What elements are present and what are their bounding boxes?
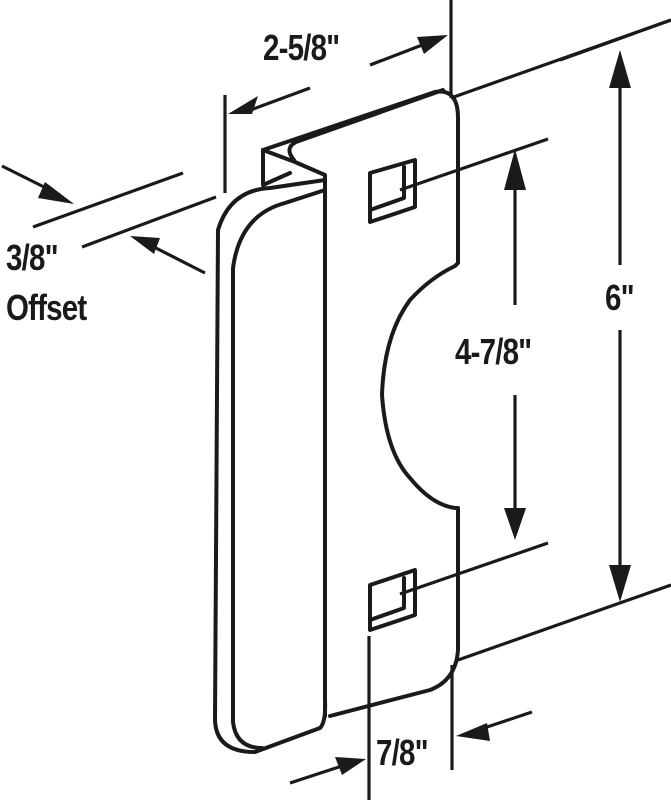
- height-label: 6": [605, 277, 635, 318]
- cutout-label: 4-7/8": [455, 331, 532, 372]
- height-dimension: [457, 18, 671, 662]
- plate-front-left-edge: [261, 148, 327, 718]
- edge-label: 7/8": [376, 732, 429, 773]
- plate-front-face: [261, 89, 460, 718]
- offset-word-label: Offset: [6, 287, 87, 328]
- cutout-dimension: [399, 137, 549, 596]
- plate-flange: [287, 88, 445, 162]
- width-label: 2-5/8": [263, 27, 340, 68]
- plate-flange-lower: [261, 148, 292, 187]
- upper-screw-hole: [368, 158, 417, 224]
- lower-screw-hole: [368, 568, 417, 632]
- plate-rear-leaf-outer: [213, 178, 328, 754]
- plate-rear-leaf-inner: [231, 188, 327, 750]
- offset-value-label: 3/8": [6, 237, 59, 278]
- edge-dimension: [289, 636, 533, 800]
- offset-dimension: [1, 164, 217, 275]
